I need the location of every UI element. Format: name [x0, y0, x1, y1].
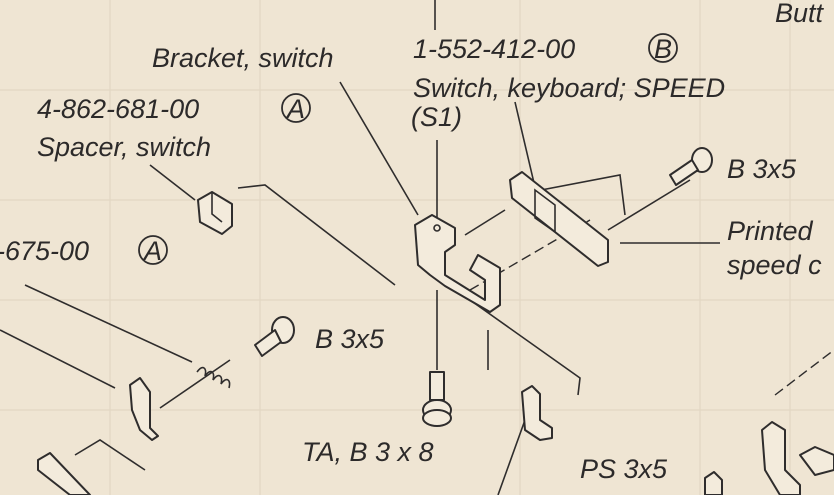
spacer-switch-part: [197, 191, 233, 235]
label-switch-part-no: 1-552-412-00: [413, 34, 575, 64]
spring-part: [196, 366, 231, 389]
label-speed-partial: speed c: [727, 250, 822, 280]
ref-circle-a-left: [138, 235, 168, 265]
keyboard-switch-part: [509, 171, 609, 267]
label-left-part-no: -675-00: [0, 236, 89, 266]
label-screw-b3x5-center: B 3x5: [315, 324, 385, 354]
l-spacer-part: [521, 385, 553, 441]
label-left-ref: A: [142, 236, 162, 266]
panel-part-bottom-left: [37, 452, 91, 495]
screw-ta: [422, 371, 452, 427]
bracket-part-bottom-right: [704, 421, 834, 495]
label-switch-designator: (S1): [411, 102, 462, 132]
ref-circle-b: [648, 33, 678, 63]
label-spacer-part-no: 4-862-681-00: [37, 94, 199, 124]
bracket-switch-part: [414, 214, 501, 313]
ref-circle-a-spacer: [281, 93, 311, 123]
lever-part-left: [129, 377, 159, 441]
label-switch-desc: Switch, keyboard; SPEED: [413, 73, 725, 103]
screw-center: [254, 316, 295, 357]
label-printed-partial: Printed: [727, 216, 814, 246]
label-spacer-desc: Spacer, switch: [37, 132, 211, 162]
label-screw-ta-b3x8: TA, B 3 x 8: [302, 437, 434, 467]
label-switch-ref: B: [654, 34, 672, 64]
label-screw-ps3x5: PS 3x5: [580, 454, 668, 484]
label-spacer-ref: A: [285, 94, 305, 124]
label-screw-b3x5-right: B 3x5: [727, 154, 797, 184]
screw-right: [669, 147, 713, 186]
label-bracket: Bracket, switch: [152, 43, 334, 73]
label-button-partial: Butt: [775, 0, 825, 28]
